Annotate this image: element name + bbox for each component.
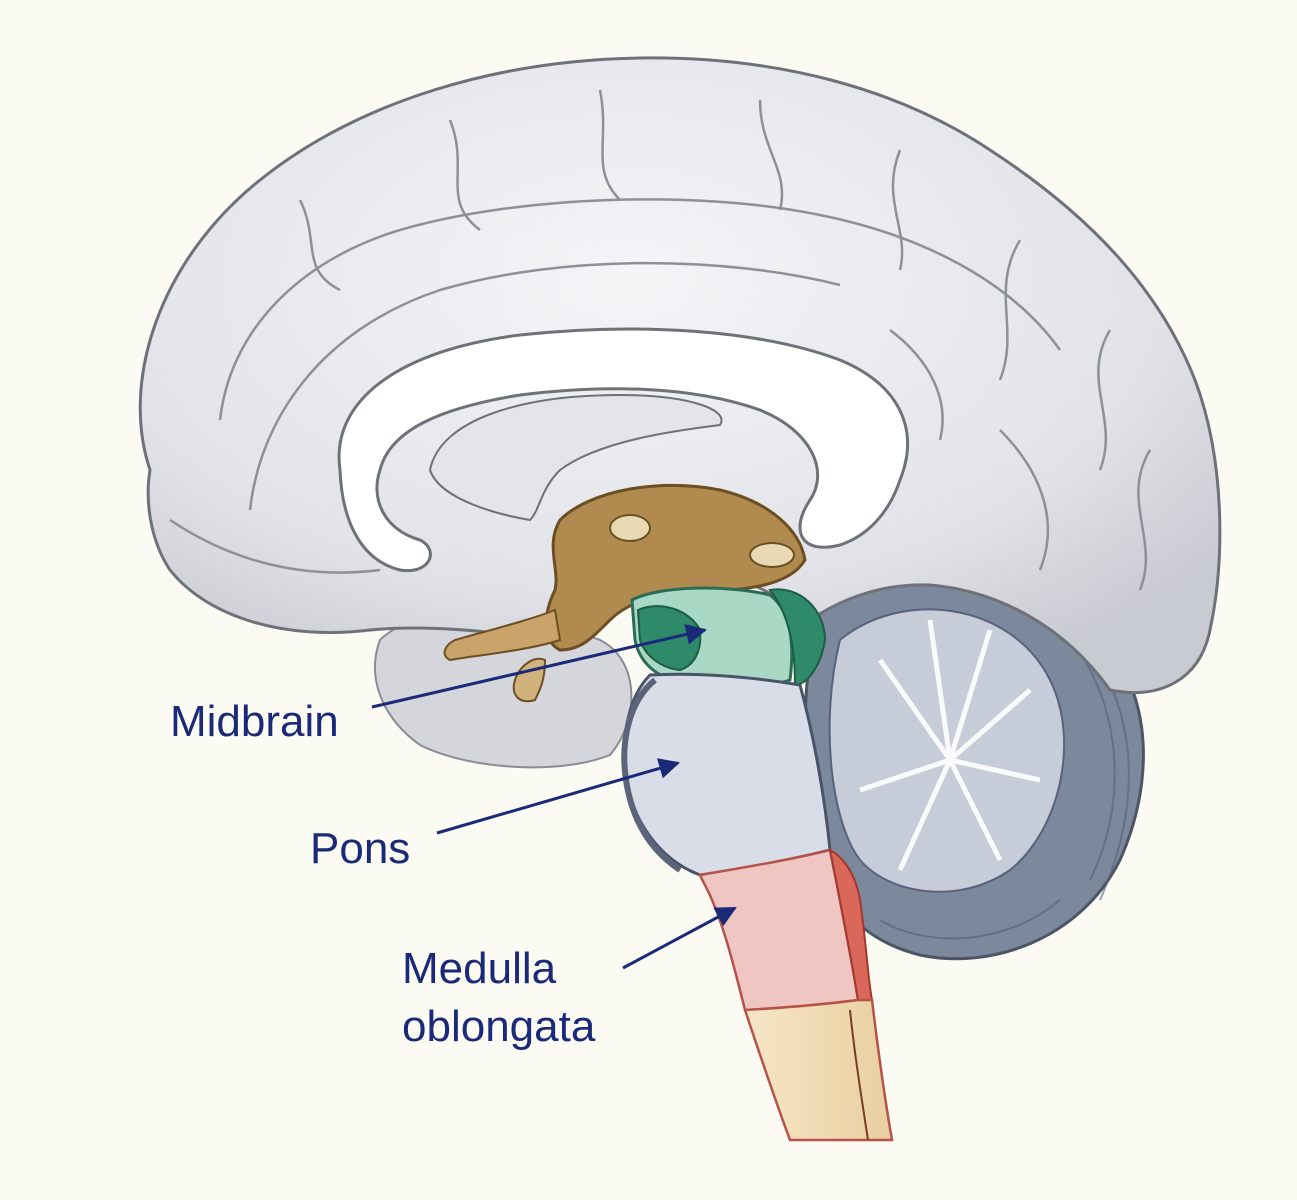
sulci-lines: [169, 89, 1152, 591]
midbrain-arrow: [371, 624, 708, 709]
corpus-callosum: [337, 327, 909, 573]
medulla-arrow: [622, 906, 737, 970]
midbrain-label: Midbrain: [170, 697, 339, 746]
medulla-oblongata-label: Medulla oblongata: [402, 940, 595, 1056]
central-canal: [849, 1009, 869, 1141]
medulla-label-line1: Medulla: [402, 944, 557, 993]
fourth-ventricle-strip: [828, 848, 874, 1001]
pons-arrow: [436, 758, 681, 835]
spinal-cord: [743, 998, 894, 1142]
pons-region: [621, 672, 832, 877]
medulla-label-line2: oblongata: [402, 1002, 596, 1051]
midbrain-region: [630, 586, 827, 690]
pons-label: Pons: [310, 824, 411, 873]
fornix: [428, 393, 723, 522]
